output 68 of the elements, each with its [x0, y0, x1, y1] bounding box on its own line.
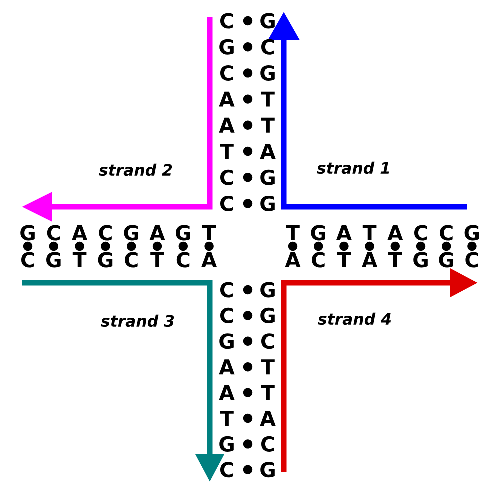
base-letter: T — [220, 144, 234, 159]
base-letter: C — [99, 225, 112, 241]
base-letter: T — [150, 252, 164, 268]
base-letter: A — [336, 226, 352, 240]
base-letter: G — [260, 196, 275, 212]
base-letter: C — [22, 252, 34, 268]
base-letter: T — [337, 252, 352, 268]
base-letter: C — [220, 65, 234, 81]
base-letter: G — [464, 225, 480, 241]
base-letter: C — [220, 170, 234, 186]
base-letter: A — [388, 226, 404, 240]
base-letter: C — [466, 252, 478, 268]
base-letter: A — [150, 226, 166, 240]
base-letter: A — [201, 252, 218, 268]
base-letter: C — [262, 39, 274, 55]
base-letter: C — [220, 196, 234, 212]
base-letter: C — [262, 334, 274, 350]
strand-label: strand 1 — [317, 162, 390, 174]
base-letter: A — [362, 252, 378, 268]
base-letter: C — [125, 252, 138, 268]
base-letter: G — [260, 282, 275, 298]
base-letter: G — [98, 252, 113, 268]
strand-label: strand 4 — [318, 312, 392, 326]
base-letter: G — [220, 436, 234, 452]
base-letter: G — [260, 65, 275, 81]
base-letter: A — [219, 118, 235, 133]
base-letter: G — [260, 170, 275, 186]
base-letter: C — [220, 308, 234, 324]
base-letter: A — [285, 252, 301, 268]
base-letter: T — [261, 118, 275, 133]
base-letter: C — [47, 225, 60, 241]
base-letter: T — [286, 226, 300, 240]
base-letter: G — [176, 225, 190, 241]
base-letter: A — [219, 385, 235, 400]
base-letter: C — [414, 225, 428, 241]
base-letter: C — [440, 225, 453, 241]
base-letter: G — [20, 225, 35, 241]
base-letter: G — [124, 225, 138, 241]
base-letter: G — [311, 225, 326, 241]
strand-label: strand 3 — [101, 314, 174, 328]
base-letter: T — [261, 360, 275, 375]
base-letter: C — [312, 252, 325, 268]
base-letter: T — [261, 385, 275, 400]
base-letter: T — [72, 252, 87, 268]
base-letter: G — [414, 252, 428, 268]
base-letter: C — [262, 436, 274, 452]
strand-label: strand 2 — [99, 164, 172, 176]
base-letter: G — [46, 252, 61, 268]
base-letter: T — [202, 226, 216, 240]
base-letter: A — [219, 92, 235, 107]
base-letter: A — [219, 360, 235, 375]
base-letter: C — [220, 13, 234, 29]
base-letter: T — [388, 252, 402, 268]
base-letter: G — [260, 13, 275, 29]
base-letter: T — [261, 92, 275, 107]
base-letter: G — [260, 308, 275, 324]
base-letter: G — [260, 462, 275, 478]
base-letter: C — [220, 462, 234, 478]
base-letter: T — [362, 226, 377, 240]
base-letter: G — [220, 39, 234, 55]
base-letter: A — [72, 226, 88, 240]
base-letter: A — [260, 411, 276, 426]
base-letter: C — [220, 282, 234, 298]
base-letter: A — [260, 144, 276, 159]
base-letter: G — [439, 252, 454, 268]
base-letter: G — [220, 334, 234, 350]
base-letter: T — [220, 411, 234, 426]
base-letter: C — [176, 252, 190, 268]
